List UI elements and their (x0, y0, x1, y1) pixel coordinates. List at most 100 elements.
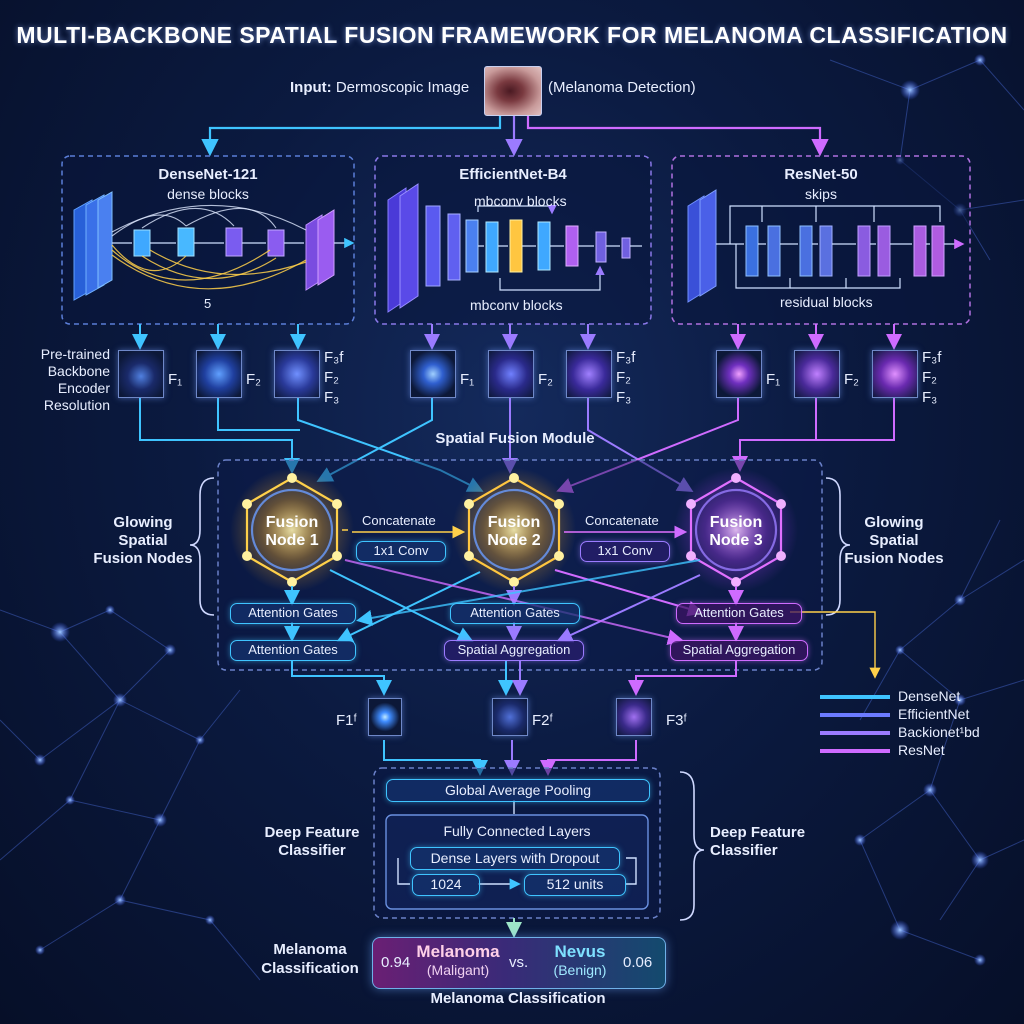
fusion-node-2-line2: Node 2 (487, 532, 541, 549)
melanoma-label: Melanoma (416, 942, 500, 961)
input-label: Input: Dermoscopic Image (290, 79, 469, 96)
fusion-node-2: Fusion Node 2 (474, 514, 554, 550)
classifier-side-right: Deep Feature Classifier (710, 824, 830, 860)
concat-label-1: Concatenate (362, 513, 436, 528)
attention-gates-3a: Attention Gates (676, 603, 802, 624)
fusion-side-label-right: Glowing Spatial Fusion Nodes (836, 514, 952, 568)
fusion-node-1-line1: Fusion (265, 514, 319, 531)
feature-stack-g1-1: F₃f (324, 349, 344, 366)
melanoma-score: 0.94 (381, 954, 411, 971)
feature-thumb-g3-3 (872, 350, 918, 398)
conv-box-1: 1x1 Conv (356, 541, 446, 562)
feature-thumb-g1-3 (274, 350, 320, 398)
fusion-node-1: Fusion Node 1 (252, 514, 332, 550)
feature-stack-g1-3: F₃ (324, 389, 340, 406)
global-average-pooling: Global Average Pooling (386, 779, 650, 802)
densenet-sub-bottom: 5 (204, 296, 212, 311)
encoder-label-line-4: Resolution (43, 397, 110, 413)
fusion-side-right-1: Glowing (864, 514, 924, 531)
resnet-blocks (687, 189, 962, 303)
fusion-node-1-line2: Node 1 (265, 532, 319, 549)
fusion-side-left-1: Glowing (113, 514, 173, 531)
result-panel: 0.94 Melanoma (Maligant) vs. Nevus (Beni… (372, 937, 666, 989)
attention-gates-1a: Attention Gates (230, 603, 356, 624)
result-footer: Melanoma Classification (430, 990, 606, 1007)
feature-label-g3-2: F₂ (844, 371, 859, 388)
side-braces (189, 477, 851, 921)
fusion-node-graphics (230, 468, 798, 592)
feature-thumb-g1-2 (196, 350, 242, 398)
nevus-block: Nevus (Benign) (545, 942, 615, 978)
resnet-sub-top: skips (805, 186, 837, 202)
fusion-side-right-2: Spatial (869, 532, 919, 549)
gate-connectors (284, 559, 881, 679)
spatial-aggregation-2: Spatial Aggregation (444, 640, 584, 661)
conv-box-2: 1x1 Conv (580, 541, 670, 562)
encoder-label: Pre-trained Backbone Encoder Resolution (22, 346, 110, 414)
feature-stack-g2-3: F₃ (616, 389, 632, 406)
input-connectors (201, 112, 829, 157)
legend-lines (820, 695, 890, 753)
encoder-label-line-2: Backbone (47, 363, 110, 379)
feature-stack-g3-3: F₃ (922, 389, 938, 406)
fused-thumb-3 (616, 698, 652, 736)
feature-stack-g2-2: F₂ (616, 369, 631, 386)
densenet-blocks (73, 191, 352, 301)
feature-label-g1-1: F₁ (168, 371, 183, 388)
fusion-input-connectors (139, 398, 895, 494)
result-side-label-2: Classification (261, 960, 359, 977)
classifier-side-left: Deep Feature Classifier (252, 824, 372, 860)
fused-thumb-2 (492, 698, 528, 736)
classifier-side-right-2: Classifier (710, 842, 778, 859)
backbone-title-densenet: DenseNet-121 (158, 166, 258, 183)
legend-label-3: Backionet¹bd (898, 724, 980, 740)
resnet-sub-bottom: residual blocks (780, 294, 873, 310)
classifier-side-right-1: Deep Feature (710, 824, 806, 841)
input-label-text: Dermoscopic Image (335, 79, 470, 96)
feature-stack-g1-2: F₂ (324, 369, 339, 386)
backbone-title-resnet: ResNet-50 (784, 166, 858, 183)
attention-gates-2a: Attention Gates (450, 603, 580, 624)
legend-label-2: EfficientNet (898, 706, 970, 722)
fusion-side-left-3: Fusion Nodes (93, 550, 193, 567)
fused-label-3: F3ᶠ (666, 712, 687, 729)
units-512: 512 units (524, 874, 626, 896)
backbone-title-efficientnet: EfficientNet-B4 (459, 166, 567, 183)
densenet-sub-top: dense blocks (167, 186, 249, 202)
dense-dropout: Dense Layers with Dropout (410, 847, 620, 870)
encoder-label-line-3: Encoder (57, 380, 110, 396)
feature-label-g2-2: F₂ (538, 371, 553, 388)
feature-stack-g3-2: F₂ (922, 369, 937, 386)
classifier-side-left-1: Deep Feature (264, 824, 360, 841)
fusion-side-label-left: Glowing Spatial Fusion Nodes (88, 514, 198, 568)
nevus-score: 0.06 (623, 954, 653, 971)
feature-label-g2-1: F₁ (460, 371, 475, 388)
classifier-side-left-2: Classifier (278, 842, 346, 859)
fusion-node-3-line2: Node 3 (709, 532, 763, 549)
result-side-label: Melanoma Classification (250, 940, 370, 978)
melanoma-block: Melanoma (Maligant) (413, 942, 503, 978)
feature-thumb-g3-2 (794, 350, 840, 398)
fused-thumb-1 (368, 698, 402, 736)
dermoscopic-image (484, 66, 542, 116)
classifier-connectors (397, 800, 637, 938)
units-1024: 1024 (412, 874, 480, 896)
input-label-bold: Input: (290, 79, 332, 96)
efficientnet-blocks (387, 183, 642, 313)
fusion-node-3: Fusion Node 3 (696, 514, 776, 550)
feature-stack-g3-1: F₃f (922, 349, 942, 366)
legend-label-4: ResNet (898, 742, 945, 758)
feature-thumb-g2-2 (488, 350, 534, 398)
fused-connectors (291, 660, 737, 776)
feature-thumb-g1-1 (118, 350, 164, 398)
encoder-label-line-1: Pre-trained (40, 346, 110, 362)
feature-label-g3-1: F₁ (766, 371, 781, 388)
fusion-node-3-line1: Fusion (709, 514, 763, 531)
fusion-module-title: Spatial Fusion Module (435, 430, 595, 447)
feature-thumb-g3-1 (716, 350, 762, 398)
